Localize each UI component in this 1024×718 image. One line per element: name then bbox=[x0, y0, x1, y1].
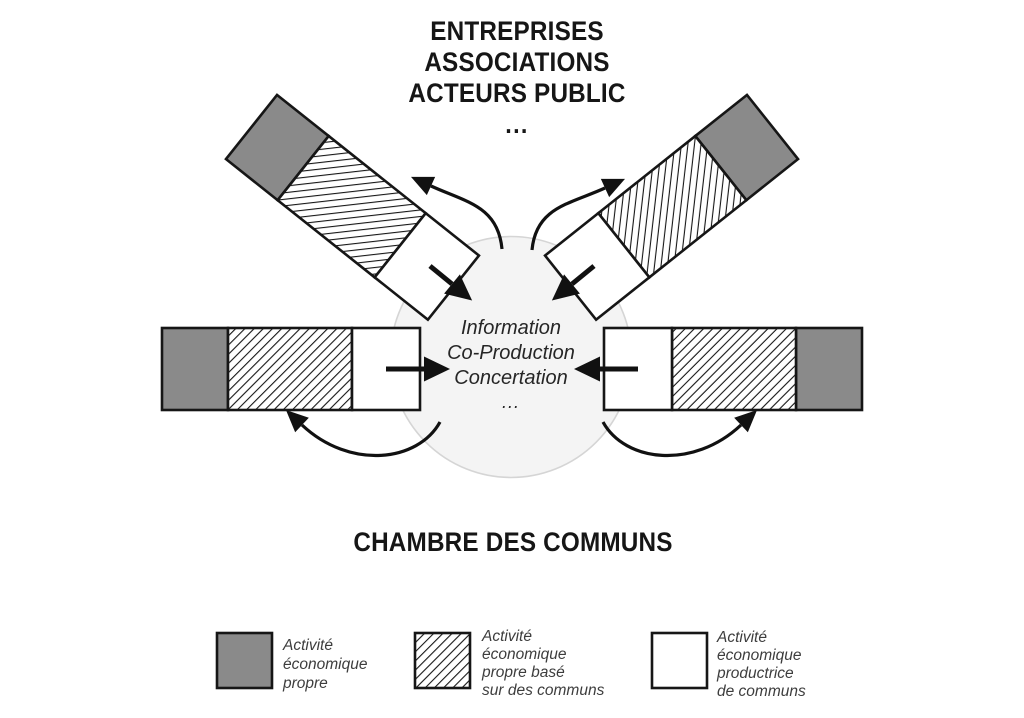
legend-label-commons-producing-economy: Activité économique productrice de commu… bbox=[717, 629, 806, 701]
legend-label-own-economy: Activité économique propre bbox=[283, 636, 367, 693]
segment-commons-based-economy bbox=[670, 326, 798, 412]
legend-swatch-commons-producing-economy bbox=[650, 631, 709, 690]
legend-label-line: économique bbox=[283, 656, 368, 673]
actors-title-line: ACTEURS PUBLIC bbox=[408, 78, 626, 108]
legend-label-line: économique bbox=[482, 646, 567, 663]
legend-label-line: Activité bbox=[482, 628, 532, 645]
bar-right bbox=[602, 326, 864, 412]
legend-label-line: économique bbox=[717, 647, 802, 664]
segment-own-economy bbox=[794, 326, 864, 412]
segment-own-economy bbox=[160, 326, 230, 412]
segment-commons-based-economy bbox=[226, 326, 354, 412]
hub-label: Information Co-Production Concertation .… bbox=[447, 316, 575, 413]
actors-title-ellipsis: ... bbox=[505, 109, 529, 139]
actors-title-line: ASSOCIATIONS bbox=[424, 47, 610, 77]
legend-label-line: Activité bbox=[283, 637, 333, 654]
feedback-arrow-lower-left bbox=[285, 409, 442, 457]
legend-label-line: Activité bbox=[717, 629, 767, 646]
hub-label-line: Concertation bbox=[454, 367, 568, 389]
legend-label-line: de communs bbox=[717, 683, 806, 700]
legend-label-line: productrice bbox=[717, 665, 794, 682]
legend-label-line: propre bbox=[283, 675, 328, 692]
bar-upper-right bbox=[543, 93, 800, 322]
legend-swatch-own-economy bbox=[215, 631, 274, 690]
input-arrow-upper-left bbox=[428, 264, 473, 301]
actors-title: ENTREPRISES ASSOCIATIONS ACTEURS PUBLIC … bbox=[408, 16, 625, 137]
bar-left bbox=[160, 326, 422, 412]
input-arrow-upper-right bbox=[551, 264, 596, 301]
bar-upper-left bbox=[224, 93, 481, 322]
hub-label-line: Co-Production bbox=[447, 342, 575, 364]
actors-title-line: ENTREPRISES bbox=[430, 16, 604, 46]
hub-label-ellipsis: ... bbox=[501, 392, 520, 412]
feedback-arrow-upper-right bbox=[530, 178, 626, 251]
feedback-arrow-upper-left bbox=[410, 176, 504, 250]
legend-label-line: sur des communs bbox=[482, 682, 605, 699]
legend-label-line: propre basé bbox=[482, 664, 565, 681]
legend-label-commons-based-economy: Activité économique propre basé sur des … bbox=[482, 628, 604, 700]
diagram-caption: CHAMBRE DES COMMUNS bbox=[353, 527, 673, 557]
legend-swatch-commons-based-economy bbox=[413, 631, 472, 690]
feedback-arrow-lower-right bbox=[601, 409, 758, 457]
hub-label-line: Information bbox=[460, 317, 562, 339]
